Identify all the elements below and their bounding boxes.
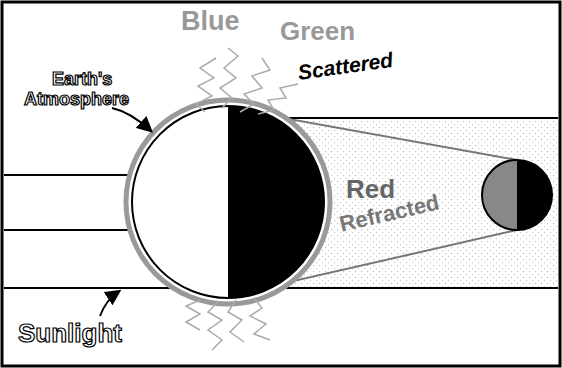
part-label: Atmosphere [24, 90, 129, 108]
color-label: Red [346, 176, 395, 202]
color-label: Green [280, 18, 355, 44]
part-label: Earth's [52, 70, 112, 88]
process-label: Scattered [297, 49, 395, 83]
color-label: Blue [181, 8, 240, 35]
part-label: Sunlight [18, 320, 122, 346]
